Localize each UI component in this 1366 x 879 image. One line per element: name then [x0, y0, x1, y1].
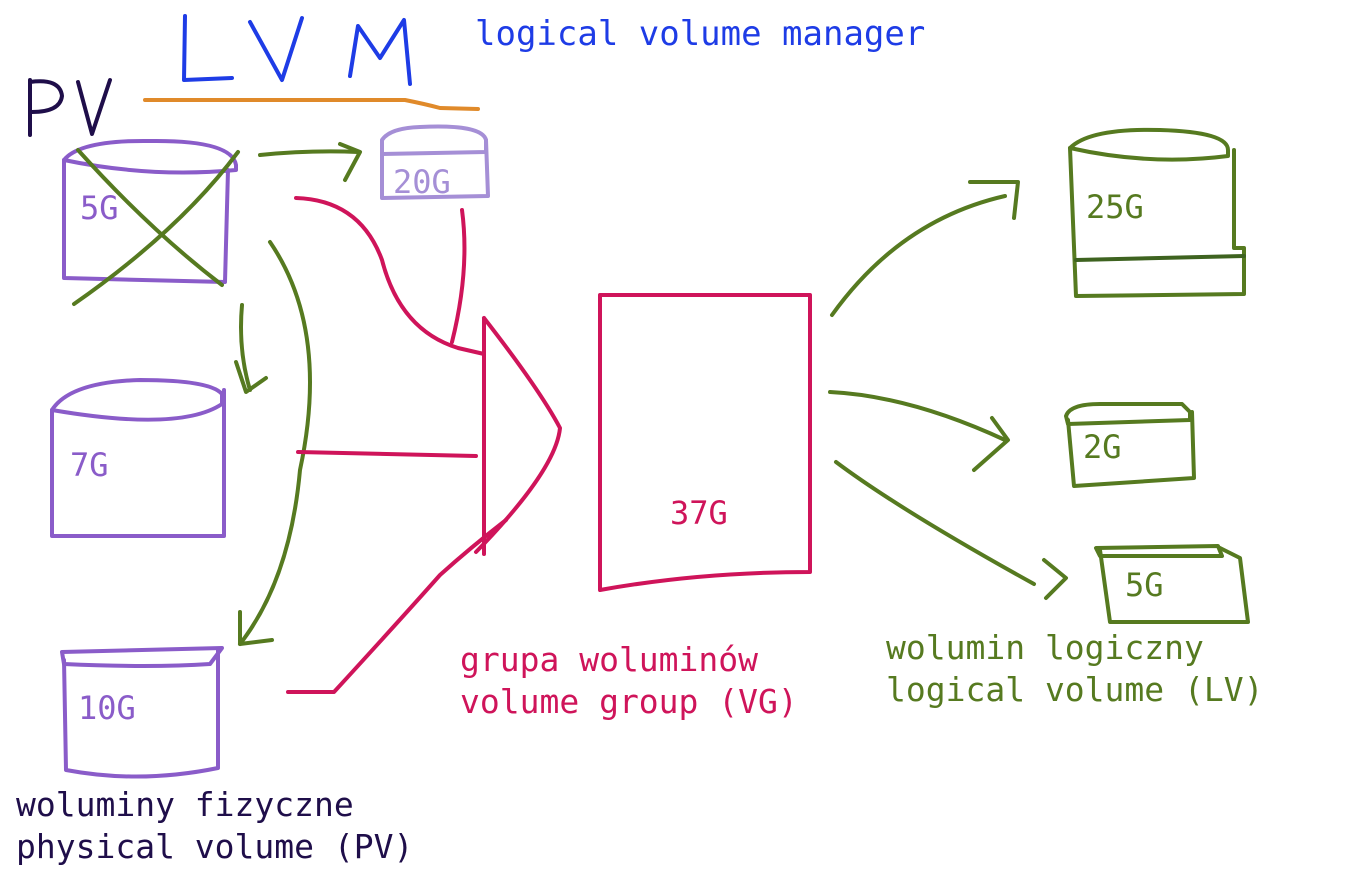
pv-disk-7g: [50, 378, 226, 538]
pv-caption-pl: woluminy fizyczne: [16, 785, 354, 824]
lv-size-2g: 2G: [1083, 428, 1122, 466]
pv-mark: [28, 78, 112, 137]
vg-box: [598, 293, 812, 592]
lv-caption-en: logical volume (LV): [886, 670, 1264, 709]
lv-size-25g: 25G: [1086, 188, 1144, 226]
pv-disk-10g: [60, 646, 224, 779]
title-underline: [143, 98, 480, 111]
lvm-title-drawing: [182, 14, 412, 86]
cross-out-mark: [72, 148, 240, 306]
lv-size-5g: 5G: [1125, 566, 1164, 604]
lv-disk-2g: [1064, 402, 1196, 488]
vg-caption-pl: grupa woluminów: [460, 640, 759, 679]
pv-size-10g: 10G: [78, 689, 136, 727]
subtitle: logical volume manager: [475, 14, 926, 54]
pv-caption-en: physical volume (PV): [16, 827, 414, 866]
pv-disk-5g: [62, 138, 238, 284]
lv-disk-5g: [1094, 544, 1250, 624]
pv-size-7g: 7G: [70, 446, 109, 484]
lv-arrows: [828, 180, 1068, 600]
lv-caption-pl: wolumin logiczny: [886, 628, 1204, 667]
vg-size: 37G: [670, 494, 728, 532]
vg-caption-en: volume group (VG): [460, 682, 798, 721]
pv-move-arrows: [234, 142, 362, 646]
pv-size-20g: 20G: [393, 163, 451, 201]
vg-funnel: [286, 196, 562, 694]
lv-disk-25g: [1068, 127, 1246, 298]
pv-disk-20g: [380, 124, 490, 200]
pv-size-5g: 5G: [80, 189, 119, 227]
